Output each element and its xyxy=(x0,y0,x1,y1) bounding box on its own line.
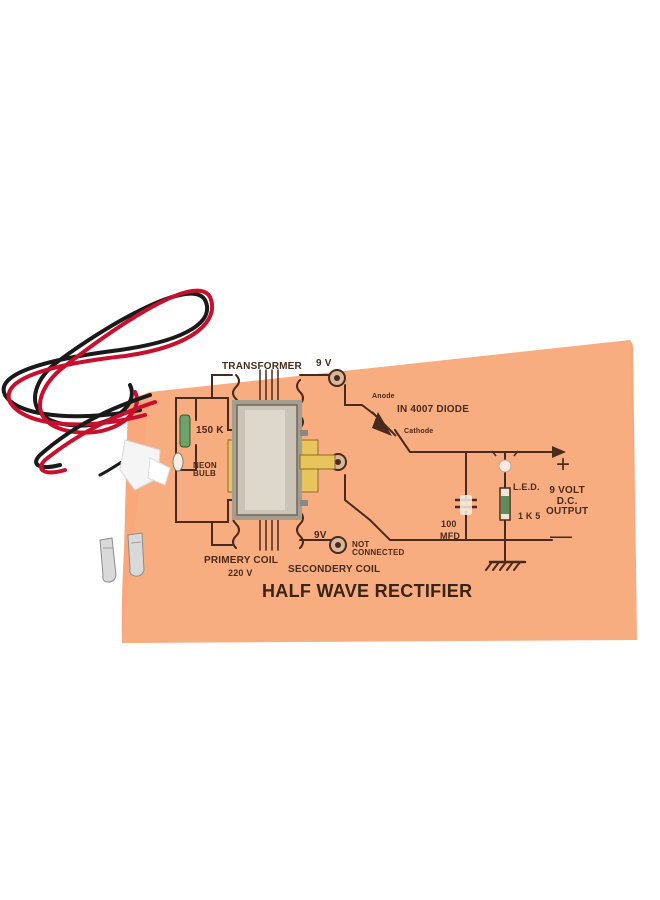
label-primary-coil: PRIMERY COIL xyxy=(204,555,279,566)
capacitor xyxy=(455,495,477,515)
label-diode: IN 4007 DIODE xyxy=(397,404,470,415)
label-cathode: Cathode xyxy=(404,428,434,435)
board-title: HALF WAVE RECTIFIER xyxy=(262,581,473,601)
label-not-connected: NOT CONNECTED xyxy=(352,540,405,558)
label-minus: — xyxy=(550,523,573,548)
label-anode: Anode xyxy=(372,393,395,400)
label-neon-bulb: NEON BULB xyxy=(193,461,217,479)
diode-symbol xyxy=(371,411,397,437)
cord-plug xyxy=(119,439,171,491)
resistor-1k5 xyxy=(499,487,511,521)
neon-bulb xyxy=(172,452,184,472)
label-secondary-coil: SECONDERY COIL xyxy=(288,564,381,575)
label-cap-100: 100 xyxy=(441,519,457,529)
led xyxy=(491,450,519,473)
label-led: L.E.D. xyxy=(513,482,540,492)
label-output: 9 VOLT D.C. OUTPUT xyxy=(546,485,589,517)
label-cap-mfd: MFD xyxy=(440,531,461,541)
terminal-screws xyxy=(328,369,347,554)
banana-pins xyxy=(99,532,145,583)
label-plus: + xyxy=(556,451,571,478)
label-150k: 150 K xyxy=(196,425,224,436)
label-9v-bottom: 9V xyxy=(314,530,327,541)
output-arrow xyxy=(552,446,566,458)
power-cord xyxy=(1,288,215,477)
transformer-block xyxy=(227,400,336,520)
label-9v-top: 9 V xyxy=(316,358,332,369)
label-transformer: TRANSFORMER xyxy=(222,361,302,372)
label-primary-voltage: 220 V xyxy=(228,568,253,578)
resistor-150k xyxy=(179,414,191,448)
label-1k5: 1 K 5 xyxy=(518,511,541,521)
